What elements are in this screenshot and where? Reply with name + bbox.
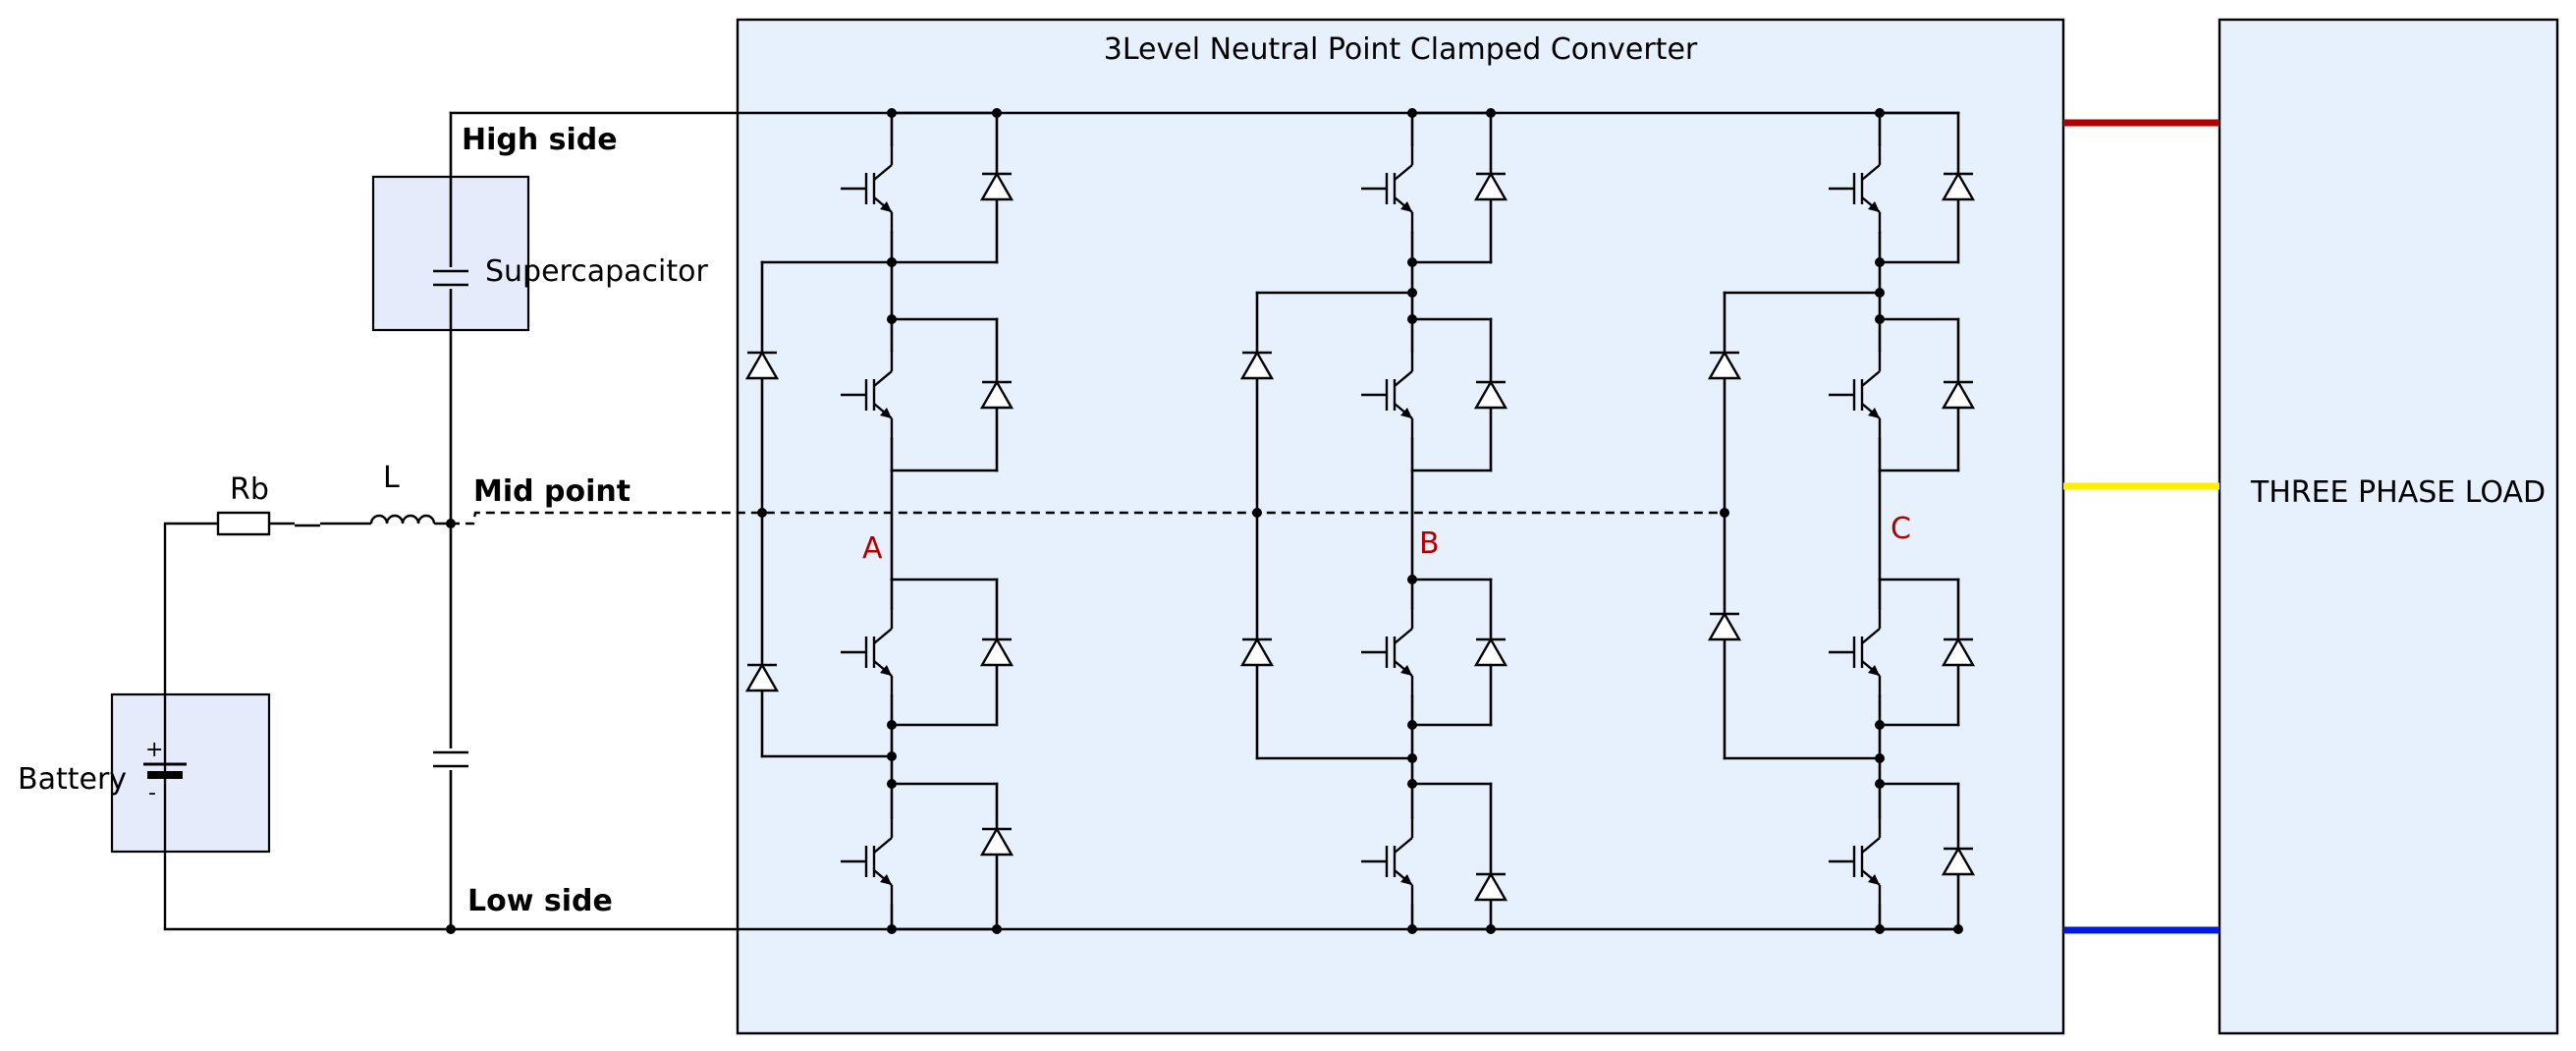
battery-label: Battery (18, 762, 127, 797)
igbt-switch (1829, 351, 1882, 439)
diode (1239, 636, 1275, 667)
junction-dot (887, 751, 897, 761)
diode (1473, 171, 1508, 201)
junction-dot (1486, 108, 1496, 118)
igbt-switch (1361, 351, 1414, 439)
diode (1707, 350, 1742, 380)
battery-branch-wire (163, 522, 218, 929)
mid-point-label: Mid point (473, 474, 630, 509)
diode (979, 379, 1014, 410)
resistor-label: Rb (230, 472, 269, 507)
phase-label-c: C (1891, 512, 1911, 546)
junction-dot (887, 720, 897, 730)
junction-dot (887, 108, 897, 118)
igbt-switch (1829, 817, 1882, 906)
junction-dot (1407, 720, 1417, 730)
converter-title: 3Level Neutral Point Clamped Converter (1104, 32, 1698, 67)
junction-dot (1407, 753, 1417, 763)
diode (744, 662, 780, 692)
igbt-switch (841, 817, 894, 906)
inductor-l (369, 514, 436, 525)
igbt-switch (841, 608, 894, 696)
phase-legs: A B C (744, 108, 1976, 934)
junction-dot (887, 257, 897, 267)
igbt-switch (1829, 144, 1882, 233)
junction-dot (1407, 108, 1417, 118)
diode (1473, 636, 1508, 667)
junction-dot (1875, 779, 1885, 789)
igbt-switch (1361, 144, 1414, 233)
junction-dot (757, 508, 767, 518)
load-box (2218, 18, 2559, 1035)
diode (1941, 171, 1976, 201)
resistor-rb (216, 511, 271, 536)
junction-dot (887, 314, 897, 324)
junction-dot (1875, 288, 1885, 298)
diode (1473, 871, 1508, 902)
igbt-switch (1829, 608, 1882, 696)
igbt-switch (1361, 608, 1414, 696)
junction-dot (1953, 924, 1963, 934)
junction-dot (1486, 924, 1496, 934)
junction-dot (992, 108, 1002, 118)
capacitor-upper (432, 267, 469, 289)
capacitor-lower (432, 748, 469, 770)
junction-dot (1407, 288, 1417, 298)
diode (979, 171, 1014, 201)
igbt-switch (1361, 817, 1414, 906)
junction-dot (1875, 257, 1885, 267)
phase-label-a: A (862, 531, 883, 566)
junction-dot (1875, 720, 1885, 730)
converter-box (736, 18, 2065, 1035)
diode (979, 826, 1014, 857)
phase-label-b: B (1419, 526, 1440, 561)
low-side-label: Low side (467, 884, 613, 918)
junction-dot (1407, 575, 1417, 584)
diode (979, 636, 1014, 667)
igbt-switch (841, 144, 894, 233)
battery-box (110, 692, 271, 854)
diode (1941, 846, 1976, 876)
igbt-switch (841, 351, 894, 439)
junction-dot (1407, 779, 1417, 789)
diode (744, 350, 780, 380)
supercapacitor-label: Supercapacitor (485, 254, 708, 289)
diode (1941, 636, 1976, 667)
inductor-label: L (383, 461, 400, 495)
junction-dot (1875, 108, 1885, 118)
junction-dot (1407, 924, 1417, 934)
junction-dot (1407, 257, 1417, 267)
high-side-label: High side (462, 123, 618, 157)
junction-dot (887, 779, 897, 789)
junction-dot (446, 519, 456, 528)
junction-dot (887, 924, 897, 934)
mid-point-line (451, 511, 1725, 526)
battery-plus: + (145, 738, 163, 762)
junction-dot (1875, 924, 1885, 934)
diode (1473, 379, 1508, 410)
junction-dot (446, 924, 456, 934)
diode (1941, 379, 1976, 410)
diode (1239, 350, 1275, 380)
junction-dot (1875, 314, 1885, 324)
junction-dot (1252, 508, 1262, 518)
junction-dot (1407, 314, 1417, 324)
battery-symbol: + - (143, 738, 187, 805)
load-label: THREE PHASE LOAD (2250, 475, 2546, 510)
junction-dot (1720, 508, 1729, 518)
diode (1707, 611, 1742, 641)
junction-dot (1875, 753, 1885, 763)
battery-minus: - (148, 781, 156, 805)
junction-dot (992, 924, 1002, 934)
